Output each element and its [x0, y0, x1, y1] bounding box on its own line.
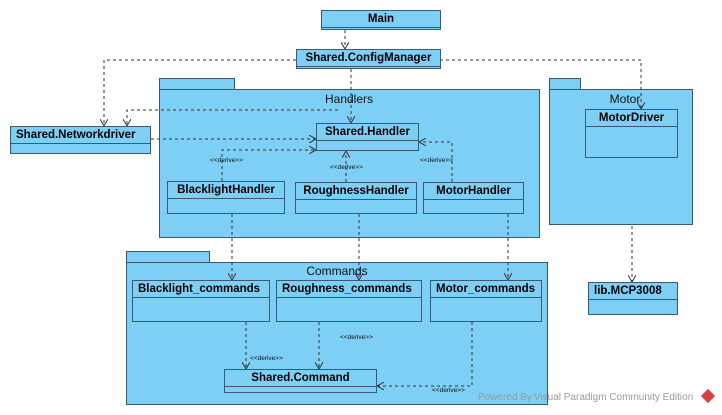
class-network-driver-label: Shared.Networkdriver	[11, 127, 150, 144]
class-network-driver[interactable]: Shared.Networkdriver	[10, 126, 151, 154]
class-motor-commands-label: Motor_commands	[431, 281, 541, 298]
class-shared-command-label: Shared.Command	[225, 370, 376, 387]
class-main[interactable]: Main	[321, 10, 441, 30]
dep-config-motordriver	[440, 59, 641, 109]
class-blacklight-handler-label: BlacklightHandler	[168, 182, 284, 199]
class-config-manager-label: Shared.ConfigManager	[297, 50, 440, 67]
dep-handler-networkdriver	[127, 109, 338, 126]
class-shared-handler[interactable]: Shared.Handler	[316, 123, 419, 151]
derive-motor-handler	[419, 142, 453, 182]
derive-blacklight-handler	[221, 150, 316, 181]
derive-motor-command	[377, 322, 473, 386]
class-main-label: Main	[322, 11, 440, 28]
class-shared-command[interactable]: Shared.Command	[224, 369, 377, 393]
class-roughness-commands[interactable]: Roughness_commands	[276, 280, 422, 322]
derive-label-blacklight-command: <<derive>>	[250, 355, 283, 362]
class-shared-handler-label: Shared.Handler	[317, 124, 418, 141]
derive-label-roughness-handler: <<derive>>	[330, 164, 363, 171]
class-roughness-commands-label: Roughness_commands	[277, 281, 421, 298]
class-blacklight-commands[interactable]: Blacklight_commands	[132, 280, 270, 322]
dep-config-networkdriver	[104, 59, 296, 126]
class-motor-commands[interactable]: Motor_commands	[430, 280, 542, 322]
class-blacklight-handler[interactable]: BlacklightHandler	[167, 181, 285, 214]
class-motor-handler[interactable]: MotorHandler	[423, 182, 524, 214]
class-blacklight-commands-label: Blacklight_commands	[133, 281, 269, 298]
class-motor-handler-label: MotorHandler	[424, 183, 523, 200]
powered-by-footer: Powered By Visual Paradigm Community Edi…	[478, 392, 694, 403]
package-handlers-label: Handlers	[324, 92, 374, 106]
derive-label-blacklight-handler: <<derive>>	[210, 157, 243, 164]
class-roughness-handler[interactable]: RoughnessHandler	[295, 182, 417, 214]
derive-label-motor-handler: <<derive>>	[420, 157, 453, 164]
derive-label-roughness-command: <<derive>>	[340, 334, 373, 341]
class-mcp3008[interactable]: lib.MCP3008	[588, 282, 678, 315]
class-roughness-handler-label: RoughnessHandler	[296, 183, 416, 200]
package-motor-label: Motor	[609, 92, 641, 106]
class-motor-driver-label: MotorDriver	[586, 110, 677, 127]
derive-label-motor-command: <<derive>>	[432, 387, 465, 394]
class-mcp3008-label: lib.MCP3008	[589, 283, 677, 300]
package-commands-label: Commands	[306, 264, 368, 278]
class-config-manager[interactable]: Shared.ConfigManager	[296, 49, 441, 69]
class-motor-driver[interactable]: MotorDriver	[585, 109, 678, 158]
